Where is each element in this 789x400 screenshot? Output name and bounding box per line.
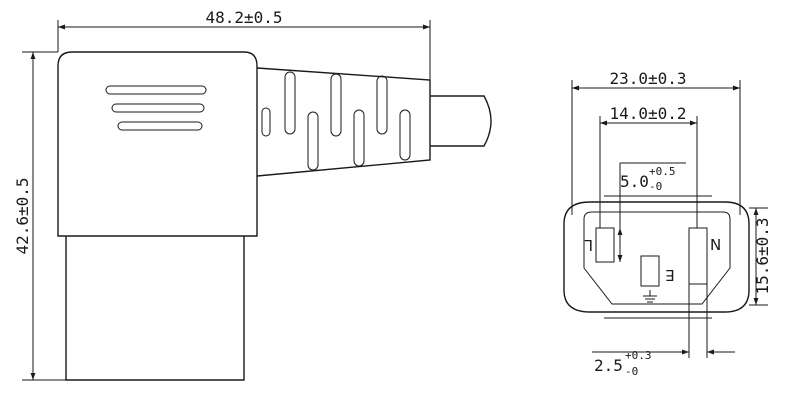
plug-lower-body — [65, 236, 245, 381]
relief-slot — [399, 109, 411, 161]
pin-label-earth: E — [665, 266, 674, 284]
plug-side-view: 48.2±0.5 42.6±0.5 — [13, 8, 492, 381]
height-dimension-label: 15.6±0.3 — [753, 217, 772, 294]
relief-slot — [330, 73, 342, 137]
connector-outer-housing — [563, 201, 750, 313]
pin-label-line: L — [584, 236, 593, 254]
pin-earth — [640, 255, 660, 287]
pin-width-tolerance-plus: +0.3 — [625, 349, 652, 362]
plug-head — [57, 51, 258, 237]
pin-length-tolerance-minus: -0 — [649, 180, 662, 193]
ground-symbol-icon — [643, 290, 657, 303]
pin-spacing-dimension-label: 14.0±0.2 — [609, 104, 686, 123]
cable — [430, 95, 492, 147]
connector-inner-cavity — [583, 211, 731, 305]
grip-rib — [117, 121, 203, 131]
relief-slot — [376, 75, 388, 135]
outer-width-dimension-label: 23.0±0.3 — [609, 69, 686, 88]
pin-line — [595, 227, 615, 263]
relief-slot — [353, 109, 365, 167]
pin-length-label: 5.0 — [620, 172, 649, 191]
relief-slot — [261, 107, 271, 137]
grip-rib — [111, 103, 205, 113]
pin-length-tolerance-plus: +0.5 — [649, 165, 676, 178]
relief-slot — [284, 71, 296, 135]
pin-neutral — [688, 227, 708, 285]
connector-face-view: L N E 23.0±0.3 14.0±0.2 5.0 +0.5 -0 15.6… — [563, 69, 772, 378]
pin-width-tolerance-minus: -0 — [625, 365, 638, 378]
pin-label-neutral: N — [710, 236, 721, 254]
pin-width-label: 2.5 — [594, 356, 623, 375]
relief-slot — [307, 111, 319, 171]
grip-rib — [105, 85, 207, 95]
width-dimension-label: 48.2±0.5 — [205, 8, 282, 27]
height-dimension-label: 42.6±0.5 — [13, 177, 32, 254]
strain-relief — [256, 67, 431, 177]
